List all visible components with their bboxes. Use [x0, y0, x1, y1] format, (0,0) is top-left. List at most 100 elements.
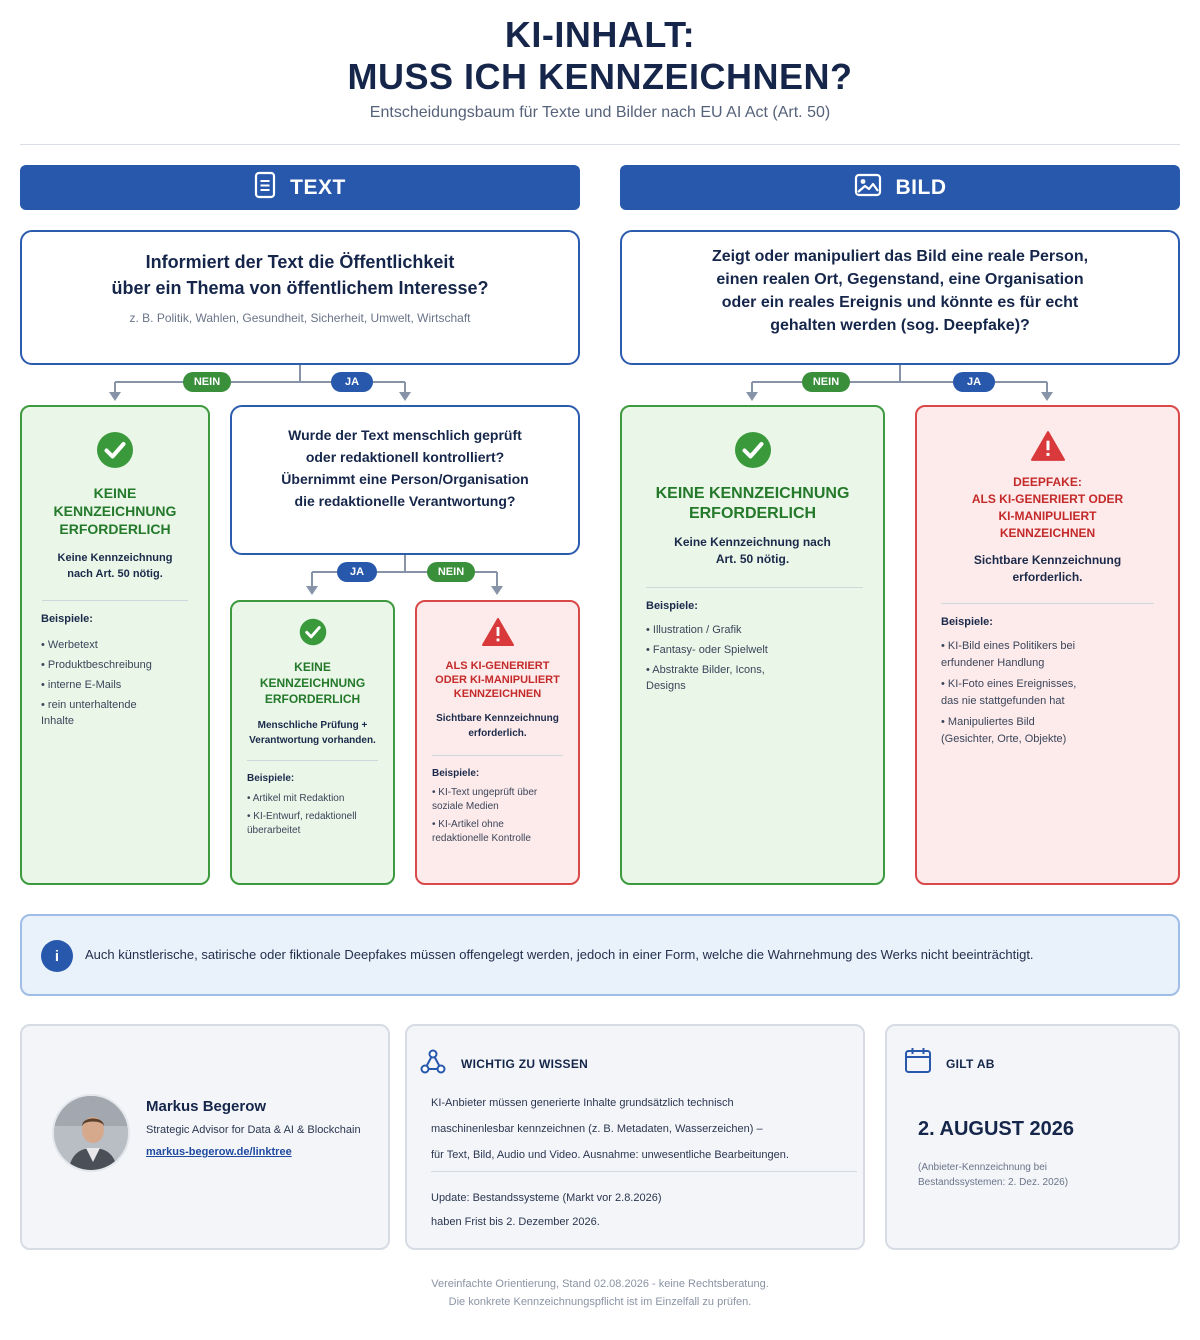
result-sub-line: Keine Kennzeichnung	[57, 552, 173, 564]
text-no-pill: NEIN	[183, 372, 231, 392]
info-icon: i	[41, 940, 73, 972]
example-item: redaktionelle Kontrolle	[432, 833, 531, 844]
page-subtitle: Entscheidungsbaum für Texte und Bilder n…	[369, 104, 831, 121]
example-item: • Artikel mit Redaktion	[247, 793, 345, 804]
example-item: • Manipuliertes Bild	[941, 716, 1035, 728]
example-item: das nie stattgefunden hat	[941, 695, 1065, 707]
valid-from-note-line: (Anbieter-Kennzeichnung bei	[918, 1162, 1047, 1173]
image-no-pill: NEIN	[802, 372, 850, 392]
separator	[941, 603, 1154, 604]
separator	[432, 755, 563, 756]
valid-from-card: GILT AB 2. AUGUST 2026 (Anbieter-Kennzei…	[885, 1024, 1180, 1250]
result-title-line: ODER KI-MANIPULIERT	[435, 674, 560, 686]
example-item: • Abstrakte Bilder, Icons,	[646, 664, 765, 676]
network-icon	[419, 1048, 447, 1081]
result-title-line: KENNZEICHNEN	[453, 688, 542, 700]
text-no2-result-card: ALS KI-GENERIERT ODER KI-MANIPULIERT KEN…	[415, 600, 580, 885]
example-item: • KI-Text ungeprüft über	[432, 787, 538, 798]
check-circle-icon	[22, 431, 208, 474]
page-title-line1: KI-INHALT:	[504, 14, 696, 55]
author-role: Strategic Advisor for Data & AI & Blockc…	[146, 1124, 361, 1136]
important-update-line: Update: Bestandssysteme (Markt vor 2.8.2…	[431, 1192, 662, 1204]
valid-from-date: 2. AUGUST 2026	[918, 1118, 1074, 1140]
result-sub-line: Sichtbare Kennzeichnung	[973, 553, 1122, 567]
result-sub-line: Menschliche Prüfung +	[257, 720, 368, 731]
image-yes-result-card: DEEPFAKE: ALS KI-GENERIERT ODER KI-MANIP…	[915, 405, 1180, 885]
examples-label: Beispiele:	[247, 773, 295, 784]
important-line: KI-Anbieter müssen generierte Inhalte gr…	[431, 1097, 734, 1109]
result-sub-line: Verantwortung vorhanden.	[249, 735, 376, 746]
check-circle-icon	[622, 431, 883, 474]
result-title-line: KENNZEICHNEN	[999, 526, 1096, 540]
text-yes-pill: JA	[331, 372, 373, 392]
result-sub-line: nach Art. 50 nötig.	[67, 568, 163, 580]
text-no2-pill: NEIN	[427, 562, 475, 582]
example-item: • KI-Bild eines Politikers bei	[941, 640, 1076, 652]
text-header-label: TEXT	[290, 175, 346, 199]
image-question-line: Zeigt oder manipuliert das Bild eine rea…	[711, 248, 1089, 265]
image-header: BILD	[620, 165, 1180, 210]
image-question-line: einen realen Ort, Gegenstand, eine Organ…	[716, 271, 1084, 288]
divider	[20, 144, 1180, 145]
text-question-hint: z. B. Politik, Wahlen, Gesundheit, Siche…	[129, 311, 471, 325]
result-title-line: KENNZEICHNUNG	[259, 676, 366, 690]
important-title: WICHTIG ZU WISSEN	[461, 1057, 589, 1071]
valid-from-title: GILT AB	[946, 1057, 995, 1071]
separator	[646, 587, 863, 588]
result-sub-line: erforderlich.	[468, 728, 527, 739]
text-header: TEXT	[20, 165, 580, 210]
text-question2-box: Wurde der Text menschlich geprüft oder r…	[230, 405, 580, 555]
example-item: • KI-Foto eines Ereignisses,	[941, 678, 1077, 690]
examples-label: Beispiele:	[41, 613, 93, 625]
footer-line: Die konkrete Kennzeichnungspflicht ist i…	[448, 1296, 752, 1308]
check-circle-icon	[232, 618, 393, 651]
text-yes2-pill: JA	[337, 562, 377, 582]
info-note-text: Auch künstlerische, satirische oder fikt…	[85, 947, 1034, 962]
example-item: • KI-Entwurf, redaktionell	[247, 811, 357, 822]
examples-label: Beispiele:	[646, 600, 698, 612]
warning-triangle-icon	[917, 431, 1178, 466]
text-question2-line: die redaktionelle Verantwortung?	[294, 493, 516, 509]
page-title-line2: MUSS ICH KENNZEICHNEN?	[347, 56, 853, 97]
info-note: i Auch künstlerische, satirische oder fi…	[20, 914, 1180, 996]
warning-triangle-icon	[417, 618, 578, 651]
separator	[247, 760, 378, 761]
result-title-line: KEINE KENNZEICHNUNG	[655, 485, 850, 502]
important-line: für Text, Bild, Audio und Video. Ausnahm…	[431, 1149, 789, 1161]
footer-line: Vereinfachte Orientierung, Stand 02.08.2…	[431, 1278, 769, 1290]
example-item: • Produktbeschreibung	[41, 659, 152, 671]
text-no-result-card: KEINE KENNZEICHNUNG ERFORDERLICH Keine K…	[20, 405, 210, 885]
text-question-line2: über ein Thema von öffentlichem Interess…	[111, 278, 489, 298]
image-question-line: oder ein reales Ereignis und könnte es f…	[721, 294, 1079, 311]
example-item: Designs	[646, 680, 686, 692]
example-item: (Gesichter, Orte, Objekte)	[941, 733, 1067, 745]
image-icon	[854, 173, 882, 203]
author-link[interactable]: markus-begerow.de/linktree	[146, 1146, 292, 1158]
result-title-line: ERFORDERLICH	[59, 521, 171, 537]
important-line: maschinenlesbar kennzeichnen (z. B. Meta…	[431, 1123, 763, 1135]
result-title-line: ERFORDERLICH	[688, 505, 817, 522]
result-title-line: DEEPFAKE:	[1013, 475, 1082, 489]
calendar-icon	[904, 1046, 932, 1079]
valid-from-note-line: Bestandssystemen: 2. Dez. 2026)	[918, 1177, 1069, 1188]
result-sub-line: Art. 50 nötig.	[715, 552, 790, 566]
image-yes-pill: JA	[953, 372, 995, 392]
author-name: Markus Begerow	[146, 1098, 267, 1115]
result-title-line: ERFORDERLICH	[264, 692, 361, 706]
text-question2-line: Wurde der Text menschlich geprüft	[288, 427, 522, 443]
image-header-label: BILD	[895, 175, 947, 199]
example-item: überarbeitet	[247, 825, 301, 836]
example-item: • rein unterhaltende	[41, 699, 137, 711]
important-update-line: haben Frist bis 2. Dezember 2026.	[431, 1216, 600, 1228]
result-title-line: KEINE	[294, 660, 331, 674]
image-question-box: Zeigt oder manipuliert das Bild eine rea…	[620, 230, 1180, 365]
document-icon	[254, 171, 276, 205]
example-item: Inhalte	[41, 715, 75, 727]
image-no-result-card: KEINE KENNZEICHNUNG ERFORDERLICH Keine K…	[620, 405, 885, 885]
examples-label: Beispiele:	[432, 768, 480, 779]
example-item: • KI-Artikel ohne	[432, 819, 504, 830]
result-sub-line: Sichtbare Kennzeichnung	[436, 713, 559, 724]
author-card: Markus Begerow Strategic Advisor for Dat…	[20, 1024, 390, 1250]
text-question-line1: Informiert der Text die Öffentlichkeit	[145, 252, 455, 272]
examples-label: Beispiele:	[941, 616, 993, 628]
